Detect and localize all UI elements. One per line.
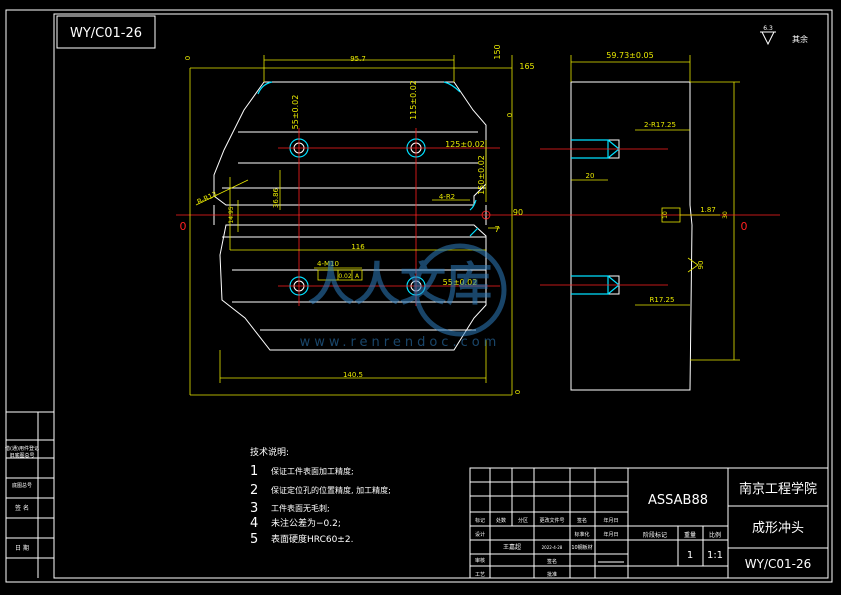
svg-text:90: 90 xyxy=(513,208,523,217)
id-box xyxy=(56,15,156,49)
svg-text:150: 150 xyxy=(493,44,502,59)
svg-text:审核: 审核 xyxy=(475,557,485,564)
title-block: 标记 处数 分区 更改文件号 签名 年月日 设计 王嘉超 2022-4-28 标… xyxy=(469,467,829,579)
svg-text:A: A xyxy=(355,273,360,280)
svg-text:0: 0 xyxy=(514,390,522,394)
svg-text:标记: 标记 xyxy=(475,517,485,524)
svg-text:底图总号: 底图总号 xyxy=(12,482,32,489)
svg-text:7: 7 xyxy=(494,225,499,234)
svg-text:标准化: 标准化 xyxy=(574,531,589,538)
svg-text:签 名: 签 名 xyxy=(15,504,29,512)
side-view: 59.73±0.05 2-R17.25 R17.25 20 1.87 10 30… xyxy=(540,51,780,391)
svg-text:3: 3 xyxy=(250,501,258,516)
part-name: 成形冲头 xyxy=(752,521,804,536)
svg-text:165: 165 xyxy=(519,62,534,71)
svg-text:2-R17.25: 2-R17.25 xyxy=(644,121,676,129)
watermark: 人人文库 www.renrendoc.com xyxy=(300,243,507,350)
svg-text:59.73±0.05: 59.73±0.05 xyxy=(606,51,653,60)
svg-text:表面硬度HRC60±2.: 表面硬度HRC60±2. xyxy=(271,533,353,545)
svg-text:4-M10: 4-M10 xyxy=(317,260,339,268)
svg-text:未注公差为−0.2;: 未注公差为−0.2; xyxy=(271,517,341,529)
roughness-symbol: 6.3 其余 xyxy=(760,25,808,46)
svg-text:116: 116 xyxy=(351,243,365,251)
svg-text:5: 5 xyxy=(250,532,258,547)
svg-text:更改文件号: 更改文件号 xyxy=(539,517,564,524)
svg-text:10钢板材: 10钢板材 xyxy=(571,544,592,551)
svg-text:4-R2: 4-R2 xyxy=(439,193,455,201)
svg-text:6.3: 6.3 xyxy=(763,25,773,32)
svg-text:125±0.02: 125±0.02 xyxy=(445,140,485,149)
svg-text:技术说明:: 技术说明: xyxy=(250,446,289,458)
svg-text:旧底图总号: 旧底图总号 xyxy=(9,452,34,459)
svg-text:比例: 比例 xyxy=(709,531,721,539)
svg-text:95.7: 95.7 xyxy=(350,55,366,63)
svg-text:工件表面无毛刺;: 工件表面无毛刺; xyxy=(271,503,330,513)
svg-text:1: 1 xyxy=(687,550,693,561)
svg-text:0: 0 xyxy=(741,220,748,233)
svg-text:140.5: 140.5 xyxy=(343,371,363,379)
tech-notes: 技术说明: 1 保证工件表面加工精度; 2 保证定位孔的位置精度, 加工精度; … xyxy=(250,446,391,547)
svg-text:1.87: 1.87 xyxy=(700,206,716,214)
material: ASSAB88 xyxy=(648,493,708,508)
svg-text:工艺: 工艺 xyxy=(475,572,485,578)
svg-text:55±0.02: 55±0.02 xyxy=(291,95,300,130)
svg-text:14.95: 14.95 xyxy=(228,206,235,223)
svg-text:年月日: 年月日 xyxy=(603,531,618,538)
svg-text:4: 4 xyxy=(250,516,258,531)
svg-text:王嘉超: 王嘉超 xyxy=(503,543,521,551)
svg-text:90: 90 xyxy=(697,261,705,270)
school-name: 南京工程学院 xyxy=(739,481,817,497)
svg-text:www.renrendoc.com: www.renrendoc.com xyxy=(300,335,501,350)
svg-text:1: 1 xyxy=(250,464,258,479)
svg-text:处数: 处数 xyxy=(496,517,506,524)
svg-text:设计: 设计 xyxy=(475,531,485,538)
svg-text:0: 0 xyxy=(506,113,514,117)
svg-text:0.02: 0.02 xyxy=(338,273,352,280)
svg-text:R17.25: R17.25 xyxy=(650,296,675,304)
svg-text:20: 20 xyxy=(586,172,595,180)
svg-text:阶段标记: 阶段标记 xyxy=(643,531,667,539)
svg-text:2022-4-28: 2022-4-28 xyxy=(542,545,563,550)
svg-text:150±0.02: 150±0.02 xyxy=(477,155,486,195)
svg-text:借(通)用件登记: 借(通)用件登记 xyxy=(5,445,39,452)
drawing-id-bottom: WY/C01-26 xyxy=(745,557,812,571)
svg-text:2: 2 xyxy=(250,483,258,498)
svg-text:保证定位孔的位置精度, 加工精度;: 保证定位孔的位置精度, 加工精度; xyxy=(271,485,391,495)
svg-text:签名: 签名 xyxy=(547,558,557,565)
svg-text:1:1: 1:1 xyxy=(707,550,723,561)
svg-text:人人文库: 人人文库 xyxy=(308,257,492,311)
svg-text:批准: 批准 xyxy=(547,571,557,578)
svg-text:签名: 签名 xyxy=(577,517,587,524)
svg-text:115±0.02: 115±0.02 xyxy=(409,80,418,120)
svg-text:0: 0 xyxy=(184,56,192,60)
svg-text:55±0.02: 55±0.02 xyxy=(443,278,478,287)
punch-outline-lower xyxy=(219,224,487,351)
svg-text:36.86: 36.86 xyxy=(272,187,280,208)
outer-frame xyxy=(5,9,833,583)
svg-text:其余: 其余 xyxy=(792,34,808,44)
svg-text:年月日: 年月日 xyxy=(603,517,618,524)
zero-left: 0 xyxy=(180,220,187,233)
inner-frame xyxy=(53,13,829,579)
svg-text:日 期: 日 期 xyxy=(15,544,29,552)
svg-text:R-R13: R-R13 xyxy=(196,190,218,206)
svg-text:30: 30 xyxy=(722,211,729,219)
drawing-id-top: WY/C01-26 xyxy=(70,26,142,41)
svg-text:保证工件表面加工精度;: 保证工件表面加工精度; xyxy=(271,466,354,476)
svg-text:分区: 分区 xyxy=(518,517,528,524)
left-strip: 借(通)用件登记 旧底图总号 底图总号 签 名 日 期 xyxy=(5,411,54,578)
svg-text:重量: 重量 xyxy=(684,531,696,539)
front-view: 95.7 165 150 0 0 90 7 0 0 140.5 116 55±0… xyxy=(176,44,556,396)
svg-text:10: 10 xyxy=(662,211,669,219)
